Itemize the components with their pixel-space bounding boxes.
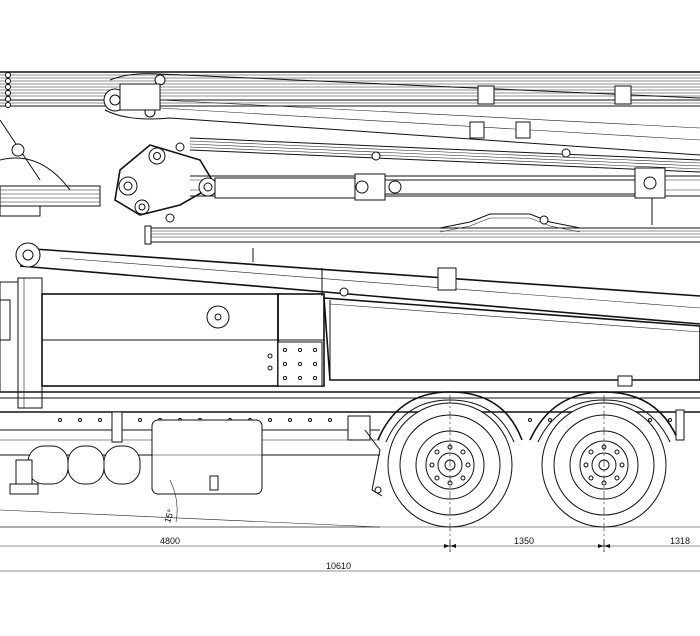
dim-rear-overhang: 1318 [670, 536, 690, 546]
mast-column [17, 277, 43, 409]
boom-cylinder [214, 167, 666, 225]
lower-boom-section [144, 213, 700, 245]
fuel-tanks [27, 411, 263, 495]
dimension-lines: 4800 1350 1318 10610 [0, 536, 700, 572]
boom-knuckle-joint [114, 144, 218, 223]
dim-overall-length: 10610 [326, 561, 351, 571]
main-frame-box [41, 293, 325, 387]
base-boom [15, 242, 700, 325]
boom-assembly [0, 71, 700, 325]
hose-chain [5, 72, 11, 108]
slewing-ring [0, 119, 101, 217]
boom-fittings [175, 85, 632, 225]
rear-boom-box [323, 287, 700, 387]
departure-angle: 15° [0, 479, 381, 528]
rear-brackets [347, 415, 383, 497]
chassis [0, 391, 700, 497]
outrigger-foot [9, 459, 39, 495]
wheel-studs-front [429, 444, 471, 486]
boom-arm-upper [103, 73, 700, 156]
dim-axle-spacing: 1350 [514, 536, 534, 546]
angle-label: 15° [162, 508, 176, 524]
superstructure [0, 277, 700, 409]
bolt-plate [277, 341, 323, 387]
dim-front-to-axle: 4800 [160, 536, 180, 546]
